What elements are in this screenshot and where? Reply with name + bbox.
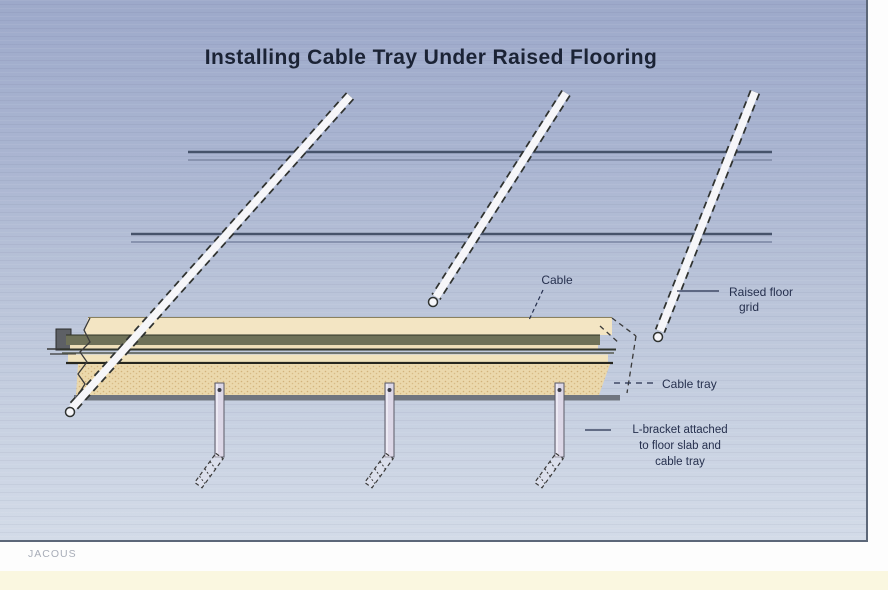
tube-end-cap — [64, 406, 76, 418]
bracket-screw — [387, 388, 392, 392]
bracket-foot — [363, 452, 394, 489]
callouts: Cable Raised floor grid Cable tray L-bra… — [528, 273, 793, 468]
cable-tray-diagram: Installing Cable Tray Under Raised Floor… — [0, 0, 866, 540]
bracket-label-line2: to floor slab and — [639, 440, 721, 452]
bracket-foot — [193, 452, 224, 489]
credit-text: JACOUS — [28, 548, 77, 560]
l-bracket-3 — [533, 382, 565, 489]
floor-grid-rails — [131, 150, 772, 243]
bracket-foot-slot — [209, 461, 216, 470]
grid-tube-3 — [652, 89, 761, 343]
tube-end-cap — [652, 331, 664, 343]
credit-bar: JACOUS — [0, 542, 888, 571]
grid-tube-2 — [427, 90, 571, 308]
raised-floor-grid-label-line2: grid — [739, 300, 759, 314]
floor-grid-tubes — [64, 89, 761, 418]
bracket-foot-slot — [198, 475, 206, 485]
cable-band — [66, 335, 600, 345]
bracket-label-line1: L-bracket attached — [632, 424, 727, 436]
tray-top-face — [84, 318, 612, 335]
tray-ledge-2 — [68, 354, 608, 363]
bracket-screw — [557, 388, 562, 392]
tray-end-inner-dash — [599, 325, 620, 344]
bracket-foot-plate — [193, 452, 224, 489]
cable-tray-label: Cable tray — [662, 377, 717, 391]
bracket-strap — [384, 382, 395, 458]
bracket-foot-slot — [538, 475, 546, 485]
cable-label: Cable — [541, 273, 573, 287]
tube-body — [432, 90, 570, 300]
l-bracket-2 — [363, 382, 395, 489]
tray-ledge-1 — [70, 345, 598, 349]
bracket-foot-plate — [533, 452, 564, 489]
l-brackets — [193, 382, 565, 489]
bracket-foot-slot — [204, 468, 211, 477]
bracket-foot — [533, 452, 564, 489]
figure-panel: Installing Cable Tray Under Raised Floor… — [0, 0, 868, 542]
tube-body — [69, 93, 353, 411]
l-bracket-1 — [193, 382, 225, 489]
tray-end-top-dash — [611, 317, 637, 337]
tray-break-line — [75, 317, 91, 399]
bracket-foot-slot — [549, 461, 556, 470]
cable-leader-line — [528, 289, 544, 321]
bracket-label-line3: cable tray — [655, 456, 705, 468]
bracket-strap — [214, 382, 225, 458]
raised-floor-grid-label-line1: Raised floor — [729, 285, 793, 299]
bottom-cream-strip — [0, 571, 888, 590]
tube-end-cap — [427, 296, 439, 308]
tray-front-face — [76, 364, 610, 395]
diagram-title: Installing Cable Tray Under Raised Floor… — [205, 46, 657, 69]
background-texture — [0, 0, 866, 540]
bracket-foot-slot — [374, 468, 381, 477]
bracket-foot-slot — [368, 475, 376, 485]
bracket-strap — [554, 382, 565, 458]
tray-bottom-edge — [74, 395, 620, 401]
bracket-foot-plate — [363, 452, 394, 489]
grid-tube-1 — [64, 92, 355, 418]
bracket-screw — [217, 388, 222, 392]
tube-body — [656, 90, 759, 333]
bracket-foot-slot — [379, 461, 386, 470]
bracket-foot-slot — [544, 468, 551, 477]
